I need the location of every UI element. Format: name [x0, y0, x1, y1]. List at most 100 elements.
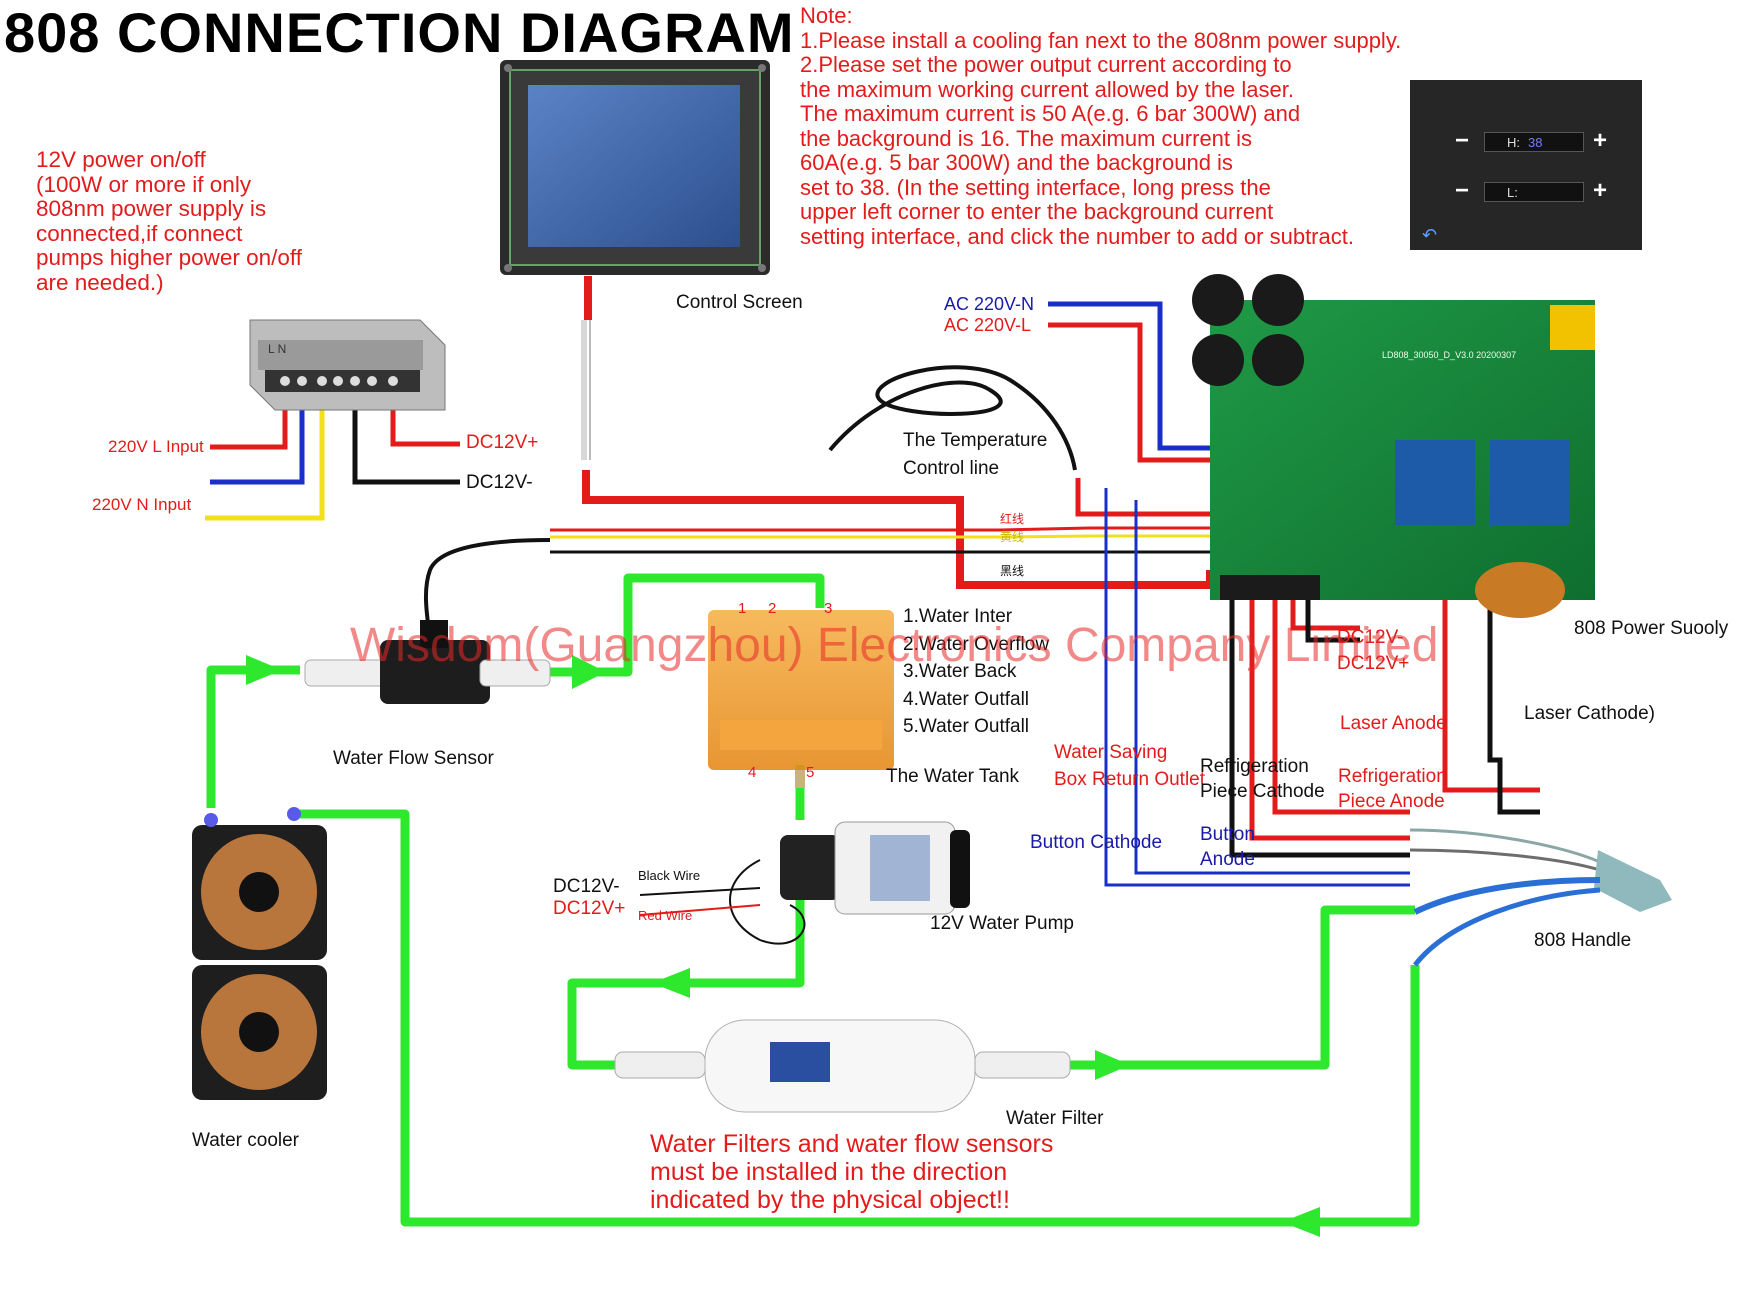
flow-sensor-wires — [424, 526, 1210, 641]
h-minus-button[interactable]: − — [1454, 127, 1469, 154]
note-line: 1.Please install a cooling fan next to t… — [800, 27, 1402, 53]
temperature-wire — [828, 365, 1210, 517]
note-block: Note: 1.Please install a cooling fan nex… — [800, 3, 1520, 249]
label-control-screen: Control Screen — [676, 292, 803, 313]
label-button-anode-1: Button — [1200, 824, 1255, 845]
note-line: upper left corner to enter the backgroun… — [800, 199, 1274, 224]
l-value-field[interactable]: L: — [1484, 182, 1584, 202]
label-refrigeration-cathode-1: Refrigeration — [1200, 756, 1309, 777]
l-label: L: — [1507, 185, 1518, 200]
tank-item: 5.Water Outfall — [903, 716, 1030, 737]
tank-port-3: 3 — [824, 600, 833, 617]
label-board-dc12v-plus: DC12V+ — [1337, 653, 1410, 674]
l-value-row: − L: + — [1452, 177, 1607, 204]
water-filter — [614, 1019, 1071, 1113]
label-water-flow-sensor: Water Flow Sensor — [333, 748, 494, 769]
water-flow-sensor — [304, 620, 551, 704]
power-supply-board — [1192, 274, 1595, 618]
tank-item: 3.Water Back — [903, 661, 1017, 682]
label-button-anode-2: Anode — [1200, 849, 1255, 870]
label-pump-dc12v-minus: DC12V- — [553, 876, 620, 897]
psu-12v — [249, 319, 446, 411]
note-line: 60A(e.g. 5 bar 300W) and the background … — [800, 150, 1233, 175]
power-note-line: pumps higher power on/off — [36, 245, 303, 270]
page-title: 808 CONNECTION DIAGRAM — [4, 1, 795, 64]
h-label: H: — [1507, 135, 1520, 150]
flow-arrows — [246, 655, 1320, 1237]
note-line: 2.Please set the power output current ac… — [800, 52, 1292, 77]
handle-cable — [1413, 850, 1672, 967]
label-water-tank: The Water Tank — [886, 766, 1020, 787]
label-water-pump: 12V Water Pump — [930, 913, 1074, 934]
water-pump — [639, 821, 970, 945]
warning-line: Water Filters and water flow sensors — [650, 1130, 1054, 1158]
note-line: set to 38. (In the setting interface, lo… — [800, 174, 1271, 200]
label-220v-n-input: 220V N Input — [92, 495, 192, 514]
handle-harness — [1104, 488, 1601, 887]
h-value-field[interactable]: H: 38 — [1484, 132, 1584, 152]
back-arrow-icon[interactable]: ↶ — [1422, 225, 1438, 245]
l-plus-button[interactable]: + — [1592, 177, 1607, 204]
label-water-saving-1: Water Saving — [1054, 742, 1168, 763]
label-button-cathode: Button Cathode — [1030, 832, 1163, 853]
label-laser-cathode: Laser Cathode) — [1524, 703, 1655, 724]
label-refrigeration-cathode-2: Piece Cathode — [1200, 781, 1325, 802]
tank-port-1: 1 — [738, 600, 747, 617]
ac-wires — [1048, 301, 1210, 463]
note-line: the background is 16. The maximum curren… — [800, 125, 1253, 151]
label-water-filter: Water Filter — [1006, 1108, 1104, 1129]
label-laser-anode: Laser Anode — [1340, 713, 1447, 734]
tank-port-4: 4 — [748, 764, 757, 781]
label-temperature-line-1: The Temperature — [903, 430, 1048, 451]
label-refrigeration-anode-2: Piece Anode — [1338, 791, 1445, 812]
power-note-line: are needed.) — [36, 269, 164, 295]
watermark: Wisdom(Guangzhou) Electronics Company Li… — [350, 619, 1439, 672]
label-board-dc12v-minus: DC12V- — [1337, 627, 1404, 648]
label-808-power-supply: 808 Power Suooly — [1574, 618, 1729, 639]
tank-item: 1.Water Inter — [903, 606, 1013, 627]
label-psu-dc12v-minus: DC12V- — [466, 472, 533, 493]
tank-port-5: 5 — [806, 764, 815, 781]
power-note-line: connected,if connect — [36, 220, 243, 246]
h-value: 38 — [1528, 135, 1543, 150]
psu-terminal-text: L N — [268, 342, 287, 356]
warning-line: indicated by the physical object!! — [650, 1186, 1010, 1214]
label-red-wire: Red Wire — [638, 908, 693, 923]
install-warning: Water Filters and water flow sensors mus… — [650, 1130, 1053, 1214]
background-current-panel: − H: 38 + − L: + ↶ — [1410, 80, 1642, 250]
warning-line: must be installed in the direction — [650, 1158, 1008, 1186]
label-ac-220v-l: AC 220V-L — [944, 315, 1032, 335]
water-tank — [708, 610, 894, 788]
tank-item: 2.Water Overflow — [903, 634, 1050, 655]
note-line: setting interface, and click the number … — [800, 223, 1354, 249]
label-temperature-line-2: Control line — [903, 458, 1000, 479]
label-black-wire-cn: 黑线 — [1000, 564, 1025, 578]
label-808-handle: 808 Handle — [1534, 930, 1632, 951]
control-screen-cable — [581, 276, 1214, 589]
power-note: 12V power on/off (100W or more if only 8… — [36, 147, 303, 295]
label-water-cooler: Water cooler — [192, 1130, 299, 1151]
control-screen — [500, 60, 770, 275]
label-220v-l-input: 220V L Input — [108, 437, 204, 456]
note-line: the maximum working current allowed by t… — [800, 76, 1294, 102]
label-psu-dc12v-plus: DC12V+ — [466, 432, 539, 453]
h-plus-button[interactable]: + — [1592, 127, 1607, 154]
h-value-row: − H: 38 + — [1452, 127, 1607, 154]
label-refrigeration-anode-1: Refrigeration — [1338, 766, 1447, 787]
label-red-wire-cn: 红线 — [1000, 512, 1025, 526]
note-line: Note: — [800, 3, 853, 28]
water-cooler — [192, 807, 327, 1100]
l-minus-button[interactable]: − — [1454, 177, 1469, 204]
label-pump-dc12v-plus: DC12V+ — [553, 898, 626, 919]
power-note-line: 808nm power supply is — [36, 196, 267, 221]
label-board-code: LD808_30050_D_V3.0 20200307 — [1382, 350, 1517, 360]
label-black-wire: Black Wire — [638, 868, 701, 883]
tank-item: 4.Water Outfall — [903, 689, 1030, 710]
power-note-line: (100W or more if only — [36, 171, 252, 197]
power-note-line: 12V power on/off — [36, 147, 206, 172]
tank-port-2: 2 — [768, 600, 777, 617]
label-yellow-wire-cn: 黄线 — [1000, 530, 1025, 544]
label-water-saving-2: Box Return Outlet — [1054, 769, 1206, 790]
